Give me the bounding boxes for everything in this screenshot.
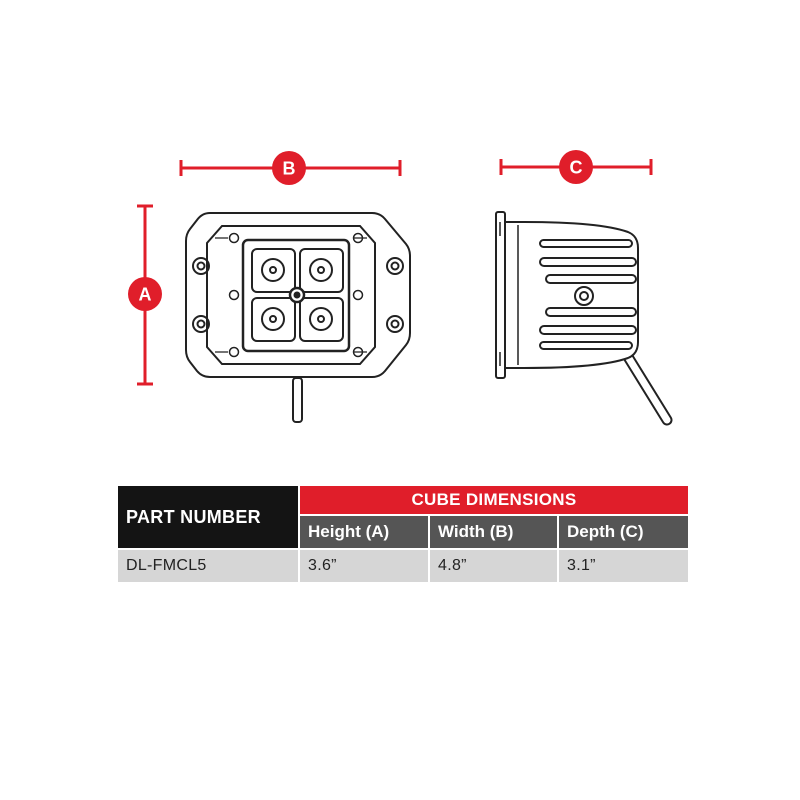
column-header-width: Width (B)	[429, 514, 559, 549]
dimension-a-label: A	[139, 285, 152, 305]
front-view	[185, 212, 411, 423]
cube-light-dimension-diagram: B C A	[128, 150, 673, 426]
dimensions-table: PART NUMBER CUBE DIMENSIONS Height (A) W…	[118, 486, 688, 582]
width-value-cell: 4.8”	[429, 548, 559, 582]
depth-value-cell: 3.1”	[558, 548, 688, 582]
height-value-cell: 3.6”	[299, 548, 430, 582]
dimension-b-label: B	[283, 159, 296, 179]
column-header-height: Height (A)	[299, 514, 430, 549]
column-header-depth: Depth (C)	[558, 514, 688, 549]
cube-dimensions-header: CUBE DIMENSIONS	[299, 486, 688, 515]
table-row: DL-FMCL5 3.6” 4.8” 3.1”	[118, 548, 688, 582]
side-view	[495, 211, 673, 426]
part-number-cell: DL-FMCL5	[118, 548, 300, 582]
part-number-header: PART NUMBER	[118, 486, 300, 549]
dimension-a: A	[128, 204, 162, 386]
dimension-c: C	[499, 150, 653, 184]
dimension-b: B	[179, 151, 402, 185]
dimension-c-label: C	[570, 158, 583, 178]
